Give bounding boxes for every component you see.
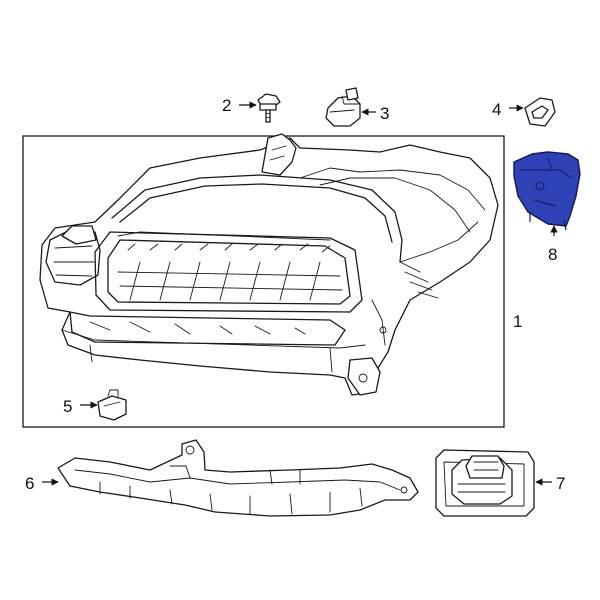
grommet-part[interactable] <box>524 97 556 127</box>
leader-lines <box>42 101 558 486</box>
assembly-frame <box>22 135 505 428</box>
highlighted-cover-part[interactable] <box>513 151 581 231</box>
bolt-part[interactable] <box>257 93 281 123</box>
clip-part[interactable] <box>325 87 361 127</box>
cover-body <box>513 151 581 227</box>
headlamp-assembly[interactable] <box>39 133 499 396</box>
callout-6: 6 <box>25 474 34 493</box>
control-module-part[interactable] <box>435 449 535 517</box>
callout-2: 2 <box>222 96 231 115</box>
callout-7: 7 <box>556 474 565 493</box>
callout-3: 3 <box>380 104 389 123</box>
callout-5: 5 <box>63 397 72 416</box>
callout-8: 8 <box>548 245 557 264</box>
callout-1: 1 <box>513 312 522 331</box>
callout-4: 4 <box>492 100 501 119</box>
mounting-bracket-part[interactable] <box>57 439 419 517</box>
retainer-clip-part[interactable] <box>97 389 127 421</box>
